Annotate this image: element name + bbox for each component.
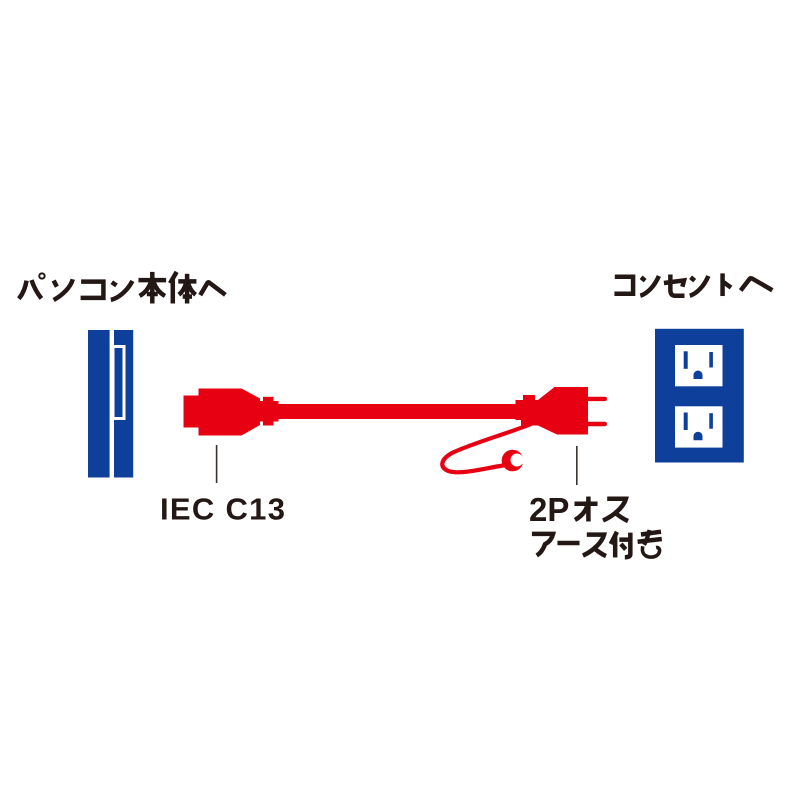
svg-text:IEC C13: IEC C13 <box>160 492 286 527</box>
svg-text:2P: 2P <box>529 491 569 528</box>
